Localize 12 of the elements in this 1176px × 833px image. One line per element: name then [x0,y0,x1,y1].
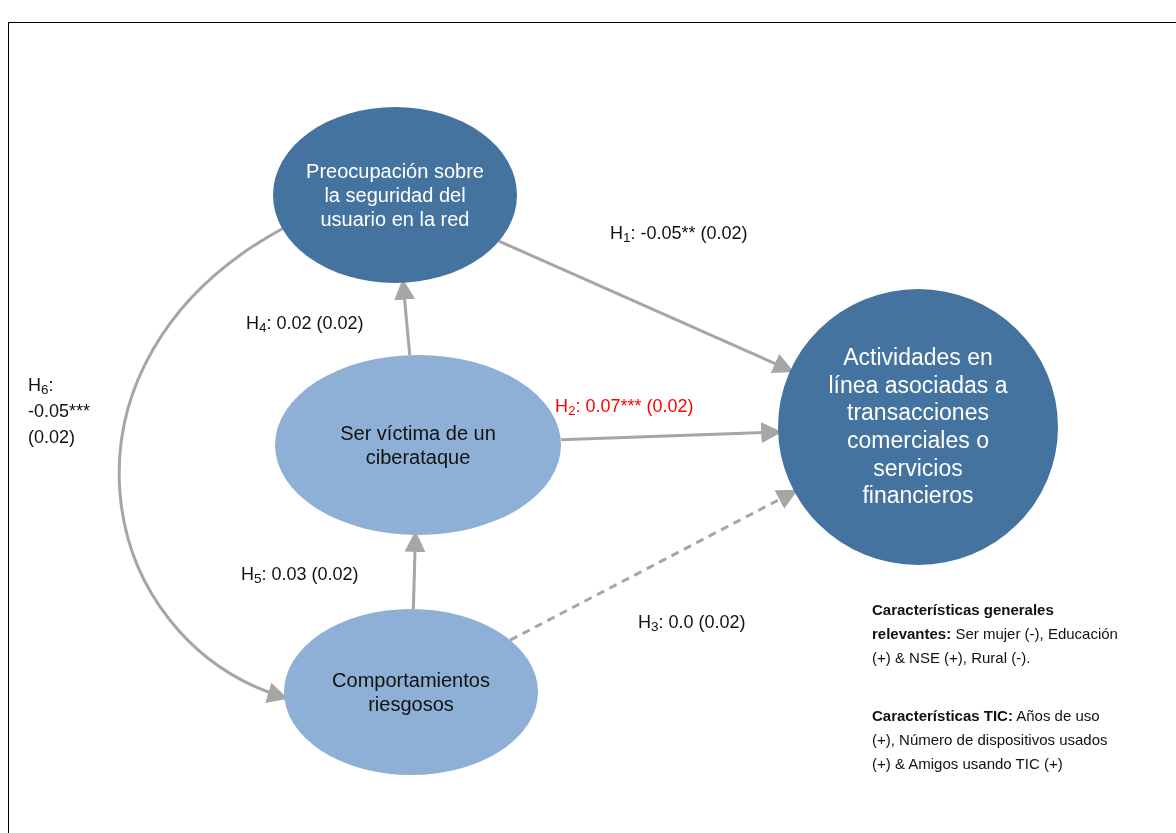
node-text: Comportamientos riesgosos [331,668,491,716]
node-text: Ser víctima de un ciberataque [339,421,497,469]
edge-label: H$_{5}$: 0.03 (0.02) [241,563,360,588]
note-text: Características TIC: Años de uso (+), Número de dispositivos usados (+) & Amigos usando TIC (+) [872,706,1109,774]
node-text: Preocupación sobre la seguridad del usuario en la red [305,159,485,231]
edge-label: H$_{1}$: -0.05** (0.02) [610,222,749,247]
node-text: Actividades en línea asociadas a transacciones comerciales o servicios financieros [827,344,1009,510]
edge-label: H$_{2}$: 0.07*** (0.02) [555,395,695,420]
edge-label: H$_{4}$: 0.02 (0.02) [246,312,365,337]
edge-label: H$_{3}$: 0.0 (0.02) [638,611,747,636]
note-text: Características generales relevantes: Ser mujer (-), Educación (+) & NSE (+), Rural (-). [872,600,1119,668]
edge-label: H$_{6}$: -0.05*** (0.02) [28,374,92,450]
